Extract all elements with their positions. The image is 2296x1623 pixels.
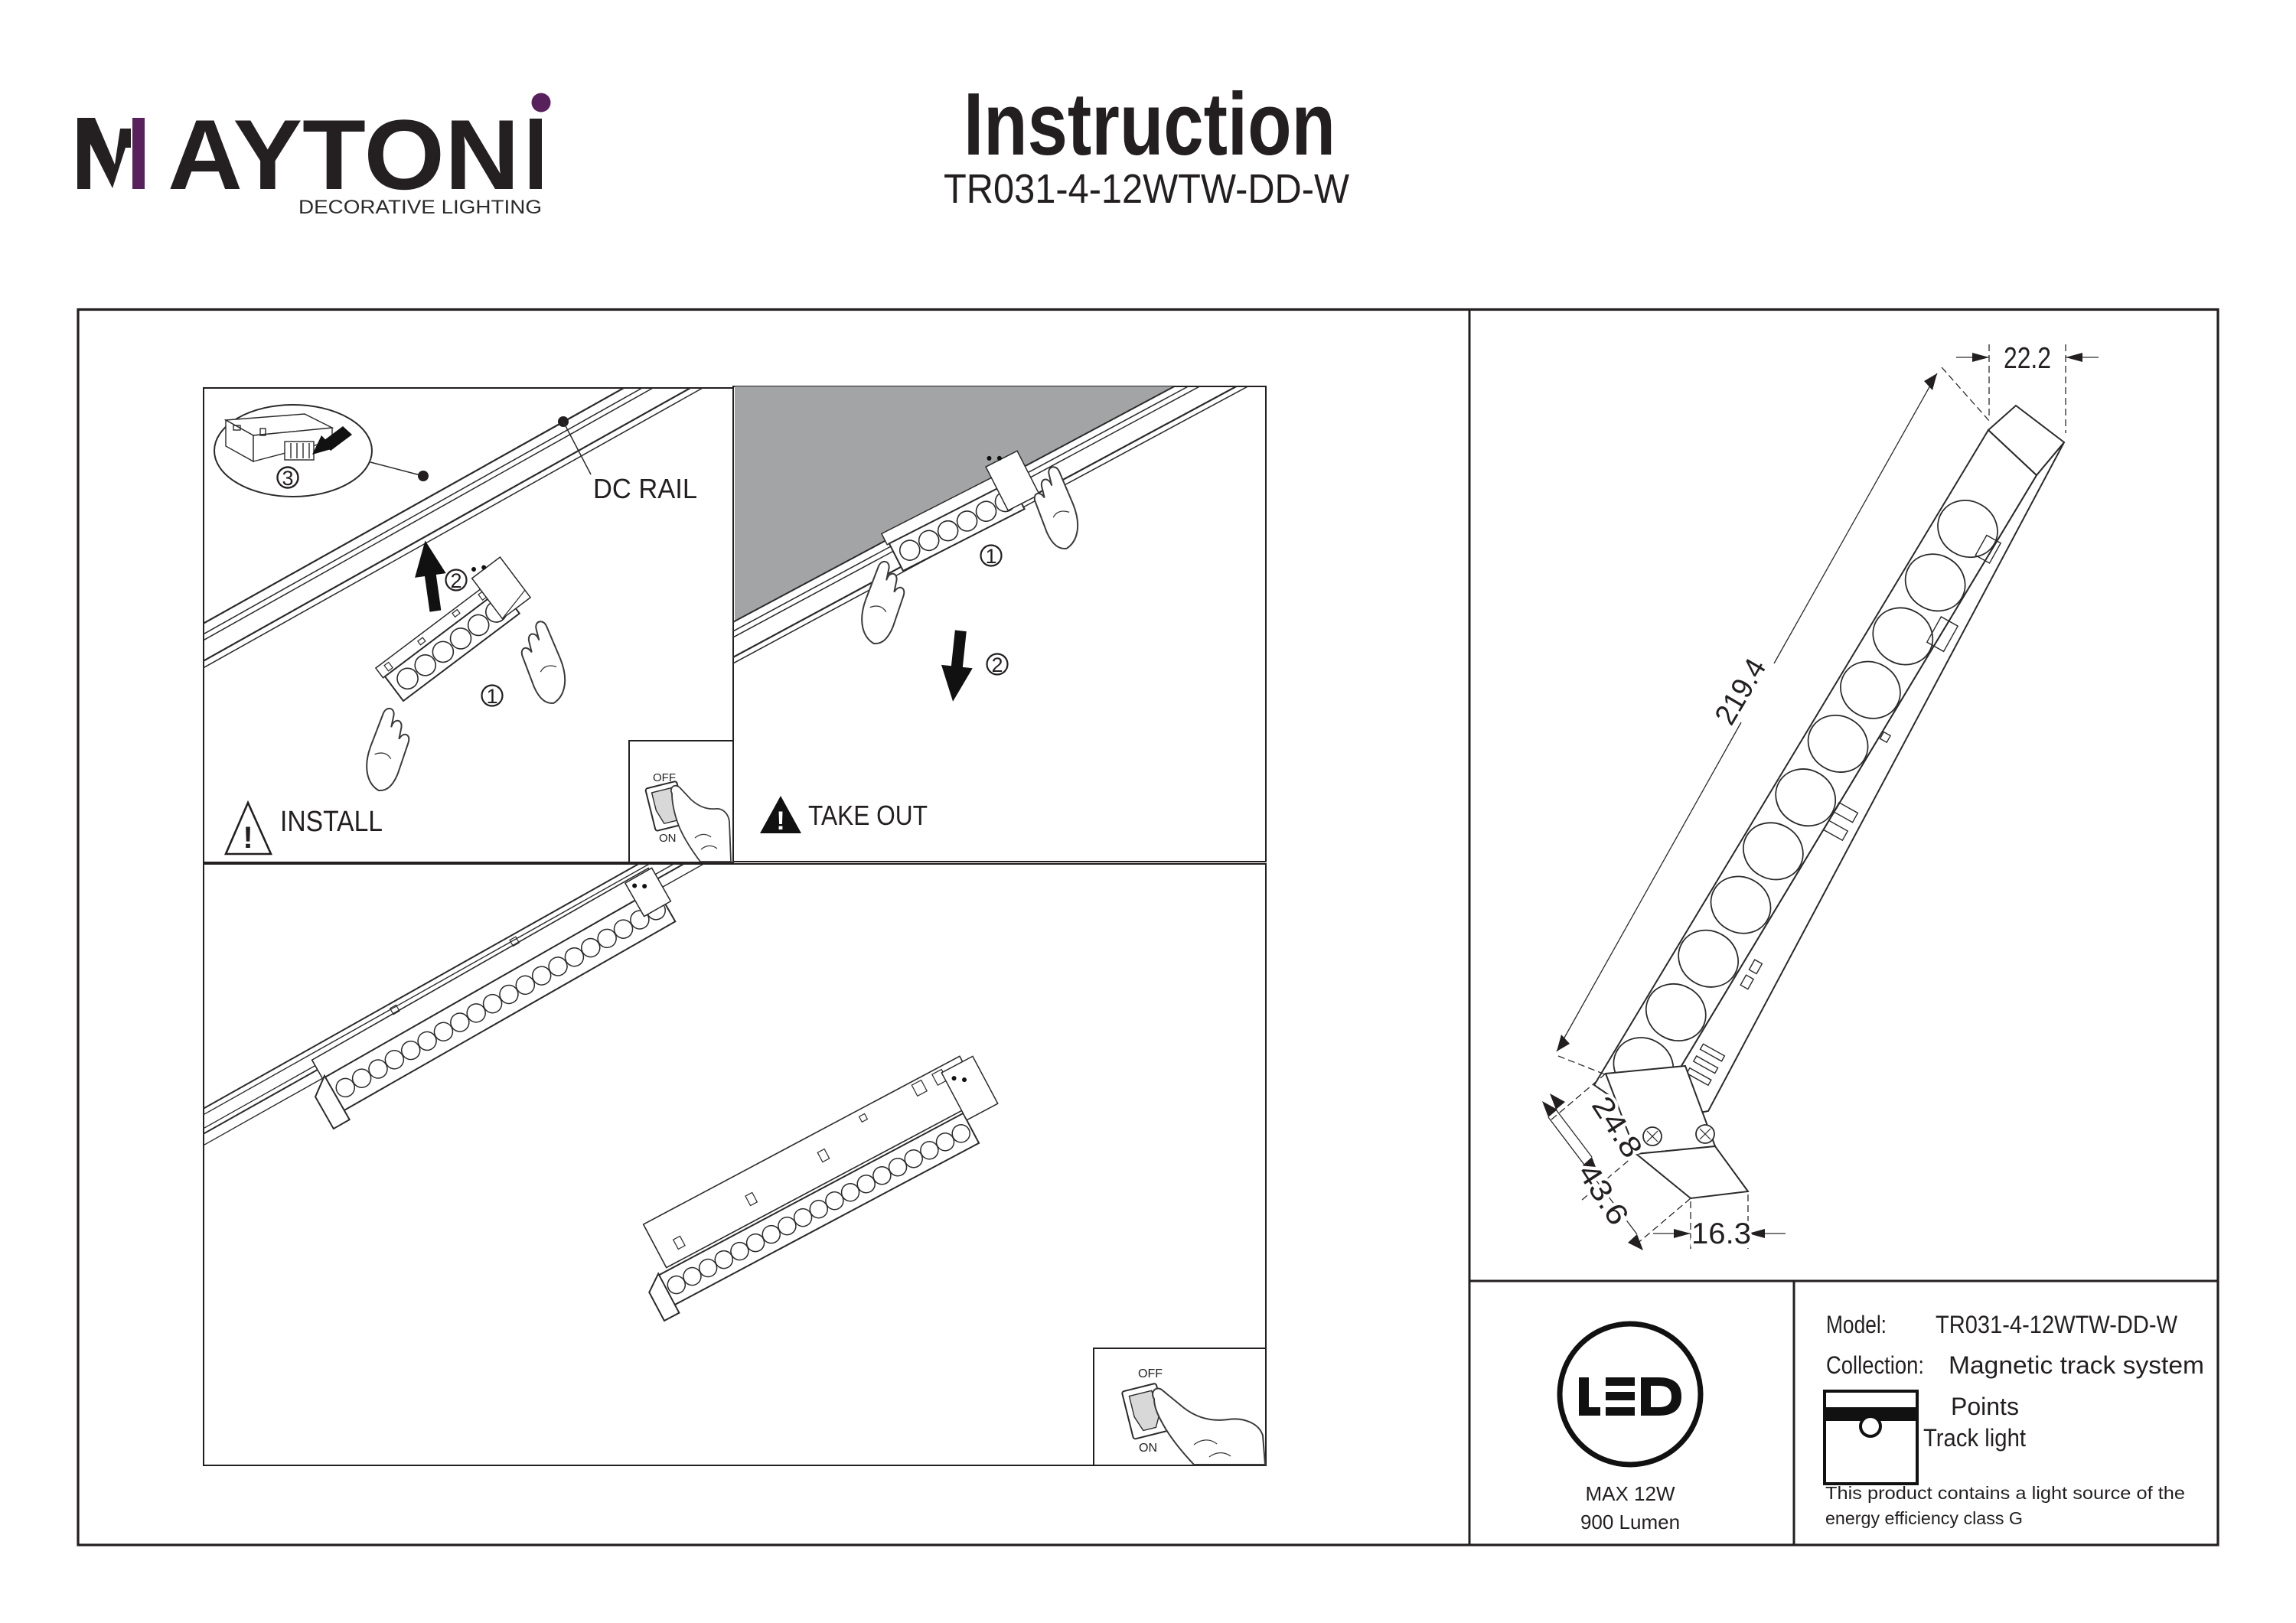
svg-text:!: ! <box>243 821 253 855</box>
svg-text:Magnetic track system: Magnetic track system <box>1949 1351 2204 1379</box>
svg-text:AYTON: AYTON <box>168 99 520 210</box>
svg-text:3: 3 <box>282 467 293 490</box>
svg-text:900 Lumen: 900 Lumen <box>1580 1511 1680 1533</box>
svg-text:22.2: 22.2 <box>2004 342 2051 375</box>
svg-text:Points: Points <box>1951 1393 2019 1420</box>
svg-text:ON: ON <box>1139 1442 1157 1455</box>
svg-text:1: 1 <box>486 685 497 708</box>
svg-text:This product contains a light: This product contains a light source of … <box>1825 1483 2185 1503</box>
svg-text:16.3: 16.3 <box>1691 1217 1751 1250</box>
svg-text:ON: ON <box>659 832 677 845</box>
svg-text:energy efficiency class G: energy efficiency class G <box>1825 1508 2023 1528</box>
svg-text:2: 2 <box>991 653 1003 676</box>
svg-text:TR031-4-12WTW-DD-W: TR031-4-12WTW-DD-W <box>1936 1311 2178 1338</box>
svg-text:OFF: OFF <box>1138 1367 1163 1380</box>
svg-text:OFF: OFF <box>653 771 676 784</box>
svg-text:DECORATIVE LIGHTING: DECORATIVE LIGHTING <box>298 197 542 218</box>
svg-text:Model:: Model: <box>1826 1311 1887 1338</box>
svg-text:Instruction: Instruction <box>964 74 1336 174</box>
svg-text:2: 2 <box>450 569 461 592</box>
svg-text:INSTALL: INSTALL <box>280 806 383 838</box>
svg-text:Collection:: Collection: <box>1826 1351 1924 1379</box>
svg-text:TAKE OUT: TAKE OUT <box>808 800 928 831</box>
svg-text:MAX 12W: MAX 12W <box>1585 1482 1675 1505</box>
svg-text:Track light: Track light <box>1923 1424 2026 1452</box>
svg-text:TR031-4-12WTW-DD-W: TR031-4-12WTW-DD-W <box>944 166 1349 212</box>
svg-text:DC RAIL: DC RAIL <box>593 473 697 504</box>
svg-text:!: ! <box>776 807 784 836</box>
svg-text:1: 1 <box>985 545 996 568</box>
